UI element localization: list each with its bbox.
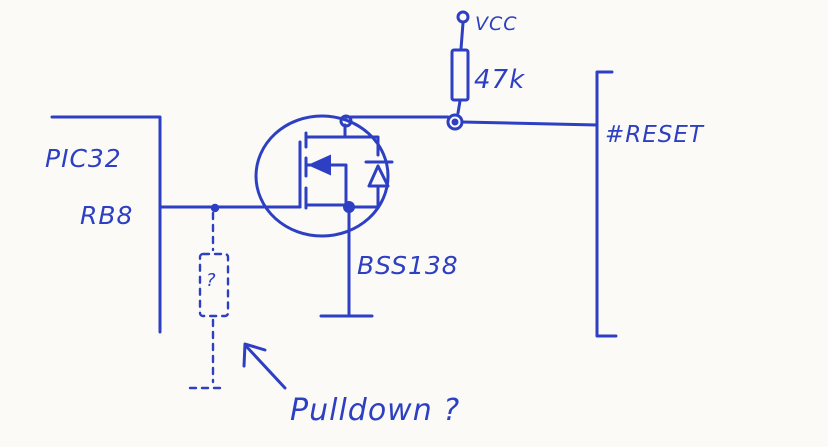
resistor-upper-lead xyxy=(459,21,465,51)
pin-label: RB8 xyxy=(80,201,133,230)
reset-node-dot xyxy=(451,118,459,126)
pullup-resistor xyxy=(450,48,470,102)
vcc-terminal xyxy=(456,10,470,24)
pulldown-pointer-arrow xyxy=(244,344,287,390)
rb8-junction xyxy=(210,203,220,213)
mcu-label: PIC32 xyxy=(45,144,122,173)
vcc-label: VCC xyxy=(475,13,518,35)
body-diode-wires xyxy=(344,135,380,209)
reset-connector-outline xyxy=(595,70,618,338)
pulldown-pointer-arrowhead xyxy=(242,342,267,368)
pulldown-resistor-label: ? xyxy=(206,270,217,291)
pulldown-resistor-dashed xyxy=(198,252,230,318)
resistor-value-label: 47k xyxy=(474,65,525,95)
transistor-label: BSS138 xyxy=(357,251,459,280)
pic32-outline xyxy=(50,115,162,334)
mosfet-arrow xyxy=(307,154,331,176)
mosfet-body-circle xyxy=(254,114,390,238)
reset-wire xyxy=(460,120,599,127)
pulldown-note: Pulldown ? xyxy=(290,393,460,428)
mosfet-drain-lead xyxy=(304,123,347,139)
body-diode-triangle xyxy=(367,164,390,188)
reset-label: #RESET xyxy=(605,122,705,148)
resistor-lower-lead xyxy=(456,99,462,115)
